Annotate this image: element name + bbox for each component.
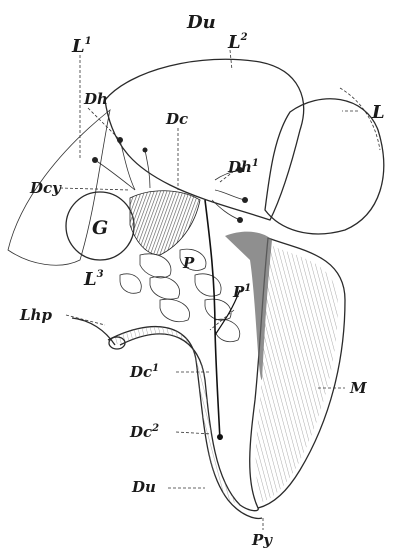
label-dh: Dh — [83, 90, 108, 108]
duodenum-hatch — [108, 327, 240, 505]
label-l-right: L — [371, 102, 385, 123]
label-l2: L2 — [227, 32, 248, 53]
label-m: M — [349, 379, 367, 397]
duct-mass — [130, 191, 200, 255]
label-l1: L1 — [71, 36, 92, 57]
label-dc2: Dc2 — [129, 423, 159, 441]
duct-dc2-node — [217, 434, 223, 440]
label-dh1: Dh1 — [227, 158, 259, 176]
label-l3: L3 — [83, 269, 104, 290]
label-dc: Dc — [165, 110, 188, 128]
label-p1: P1 — [232, 283, 251, 301]
label-du-bottom: Du — [131, 478, 156, 496]
lhp-tube — [72, 318, 115, 345]
liver-lobe-right — [265, 99, 384, 234]
label-py: Py — [251, 531, 273, 549]
label-dcy: Dcy — [29, 179, 62, 197]
label-lhp: Lhp — [19, 306, 52, 324]
label-dc1: Dc1 — [129, 363, 159, 381]
label-du-top: Du — [186, 12, 216, 33]
label-g: G — [92, 217, 108, 239]
pancreas — [120, 249, 240, 342]
label-p: P — [182, 254, 195, 272]
